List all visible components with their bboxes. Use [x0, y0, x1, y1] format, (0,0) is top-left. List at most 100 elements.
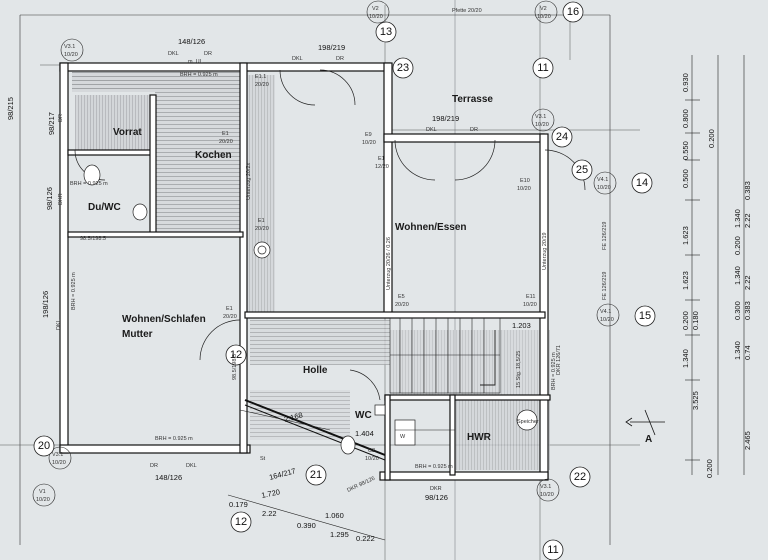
post-tag: 10/20 [36, 497, 50, 503]
note: St [260, 456, 266, 462]
axis-12-bottom: 12 [235, 516, 247, 528]
room-hwr: HWR [467, 432, 492, 443]
dimension-value: 0.550 [681, 141, 690, 160]
post-tag: E11 [526, 294, 535, 300]
dimension-value: 0.200 [681, 311, 690, 330]
post-tag: V3.1 [52, 452, 63, 458]
room-duwc: Du/WC [88, 202, 121, 213]
room-wohnen-schlafen: Wohnen/Schlafen [122, 314, 206, 325]
note: Unterzug 20/2x [246, 162, 252, 200]
hatched-areas [72, 72, 550, 470]
post-tag: E1 [258, 218, 265, 224]
dimension-value: 0.74 [743, 345, 752, 360]
dimension-value: 1.295 [330, 530, 349, 539]
dimension-value: 2.22 [743, 213, 752, 228]
post-tag: E10 [520, 178, 530, 184]
fixtures [83, 164, 538, 455]
axis-22: 22 [574, 471, 586, 483]
axis-15: 15 [639, 310, 651, 322]
post-tag: V1 [39, 489, 46, 495]
post-tag: 10/20 [362, 140, 376, 146]
post-tag: 10/20 [600, 317, 614, 323]
dimension-value: 3.525 [691, 391, 700, 410]
room-vorrat: Vorrat [113, 127, 142, 138]
post-tag: 10/20 [369, 14, 383, 20]
opening-tag: DKR [58, 193, 64, 205]
axis-bubble-labels: 13 16 23 11 24 25 14 15 20 12 21 22 12 1… [38, 6, 651, 556]
dimension-value: 0.222 [356, 534, 375, 543]
dimension-value: 0.930 [681, 73, 690, 92]
dimension-value: 2.465 [743, 431, 752, 450]
note: BRH = 0.925 m [155, 436, 193, 442]
post-tag: 10/20 [365, 456, 379, 462]
post-tag: Pfette 20/20 [452, 8, 482, 14]
post-tag: V3.1 [64, 44, 75, 50]
note: 98.5/198.5 [80, 236, 106, 242]
dimension-value: 2.22 [262, 509, 277, 518]
post-tag: E9 [365, 132, 372, 138]
post-tag: 10/20 [517, 186, 531, 192]
post-tag: V4.1 [597, 177, 608, 183]
note: BRH = 0.925 m [71, 272, 77, 310]
axis-20: 20 [38, 440, 50, 452]
opening-top-mid: 198/219 [318, 43, 345, 52]
room-labels: Vorrat Kochen Du/WC Wohnen/Essen Wohnen/… [88, 94, 539, 443]
post-tag: E1 [222, 131, 229, 137]
opening-labels: 148/126 DKL DR m. UL 198/219 DKL DR 198/… [6, 37, 608, 502]
axis-bubbles [33, 1, 656, 560]
dimension-value: 0.300 [733, 301, 742, 320]
dimension-value: 1.720 [261, 487, 281, 500]
opening-tag: DKL [168, 51, 179, 57]
post-tag: V3.1 [535, 114, 546, 120]
opening-tag: DKL [186, 463, 197, 469]
post-tag: 12/20 [375, 164, 389, 170]
dimension-value: 1.340 [733, 341, 742, 360]
opening-left-3: 198/126 [41, 291, 50, 318]
dimension-value: 0.179 [229, 500, 248, 509]
dimension-value: 0.180 [691, 311, 700, 330]
opening-left-far: 98/215 [6, 97, 15, 120]
post-tag: V2 [372, 6, 379, 12]
dimension-value: 0.383 [743, 301, 752, 320]
opening-tag: DR [204, 51, 212, 57]
dimension-value: 0.500 [681, 169, 690, 188]
post-tag: 20/20 [223, 314, 237, 320]
axis-13: 13 [380, 26, 392, 38]
right-dimension-lines [685, 55, 745, 475]
dimension-value: 1.623 [681, 271, 690, 290]
bottom-dimension-values: 2.168 1.720 0.179 2.22 0.390 1.295 1.060… [229, 321, 531, 543]
axis-14: 14 [636, 177, 648, 189]
section-marker-a: A [645, 434, 652, 445]
dimension-value: 1.203 [512, 321, 531, 330]
room-mutter: Mutter [122, 329, 153, 340]
dimension-value: 1.060 [325, 511, 344, 520]
post-tag: E1.1 [255, 74, 266, 80]
opening-bottom-hwr: 98/126 [425, 493, 448, 502]
post-tag: V4.1 [600, 309, 611, 315]
post-tag: 20/20 [255, 226, 269, 232]
axis-16: 16 [567, 6, 579, 18]
dimension-value: 0.390 [297, 521, 316, 530]
notes: BRH = 0.925 m BRH = 0.925 m BRH = 0.925 … [70, 72, 652, 470]
note: Unterzug 20/19 [542, 232, 548, 270]
dimension-value: 1.340 [733, 266, 742, 285]
opening-fe-1: FE 126/219 [602, 222, 608, 250]
room-kochen: Kochen [195, 150, 232, 161]
door-swings [74, 69, 586, 401]
axis-11-top: 11 [537, 62, 548, 74]
opening-tag: m. UL [188, 59, 203, 65]
dimension-value: 0.200 [733, 236, 742, 255]
dimension-value: 0.200 [705, 459, 714, 478]
opening-tag: DR [470, 127, 478, 133]
post-tags: V3.1 10/20 V3.1 10/20 V3.1 10/20 V3.1 10… [32, 0, 620, 507]
opening-left-2: 98/126 [45, 187, 54, 210]
room-terrasse: Terrasse [452, 94, 493, 105]
axis-24: 24 [556, 131, 568, 143]
axis-21: 21 [310, 469, 322, 481]
post-tag: 10/20 [540, 492, 554, 498]
opening-tag: DKL [426, 127, 437, 133]
axis-25: 25 [576, 164, 588, 176]
axis-23: 23 [397, 62, 409, 74]
axis-12-mid: 12 [230, 349, 242, 361]
opening-tag: DKL [56, 319, 62, 330]
